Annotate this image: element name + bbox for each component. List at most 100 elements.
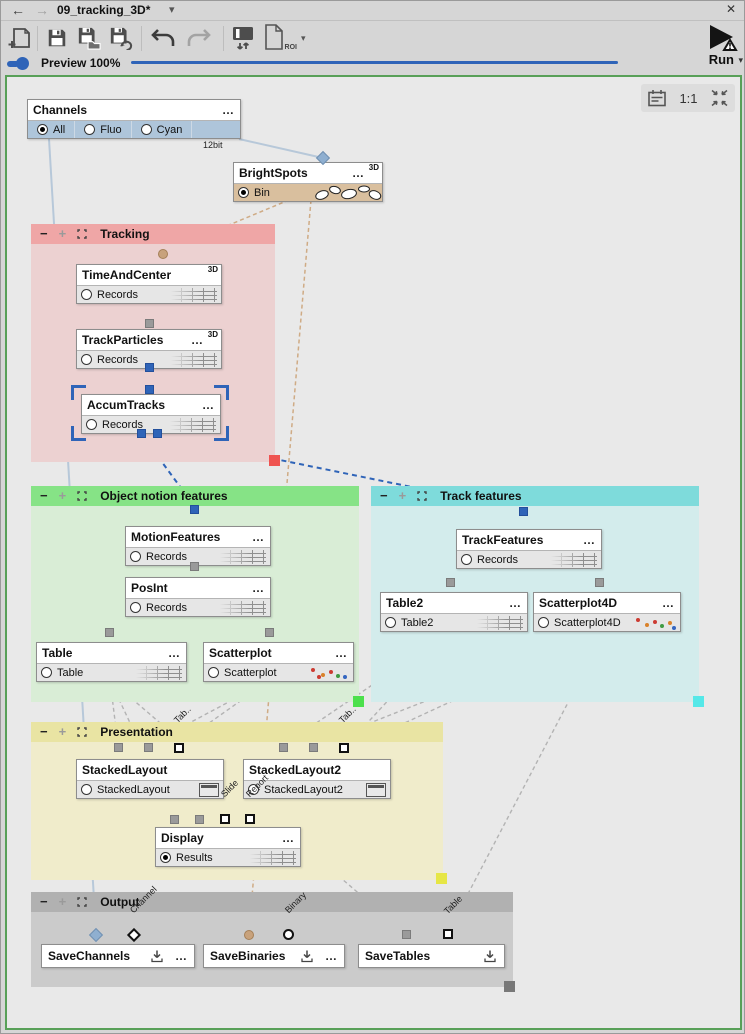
forward-icon[interactable]: →: [35, 2, 49, 18]
port-input[interactable]: [144, 743, 153, 752]
node-header[interactable]: Table …: [37, 643, 186, 663]
node-header[interactable]: Channels …: [28, 100, 240, 120]
save-button[interactable]: [43, 24, 71, 52]
roi-dropdown-icon[interactable]: ▾: [301, 33, 306, 43]
port-binary-input[interactable]: [158, 249, 168, 259]
swap-panel-button[interactable]: [229, 24, 257, 52]
save-revert-button[interactable]: [107, 24, 135, 52]
collapse-group-icon[interactable]: −: [40, 226, 48, 241]
node-brightspots[interactable]: BrightSpots … 3D Bin: [233, 162, 383, 202]
port-records-input[interactable]: [265, 628, 274, 637]
node-header[interactable]: StackedLayout: [77, 760, 223, 780]
node-savebinaries[interactable]: SaveBinaries …: [203, 944, 345, 968]
radio-icon[interactable]: [461, 554, 472, 565]
radio-icon[interactable]: [84, 124, 96, 135]
port-binary-input[interactable]: [283, 929, 294, 940]
group-object-features-header[interactable]: − + Object notion features: [31, 486, 359, 506]
node-output-row[interactable]: Records: [77, 285, 221, 303]
node-menu-button[interactable]: …: [252, 530, 265, 544]
redo-button[interactable]: [185, 24, 213, 52]
node-output-row[interactable]: Table2: [381, 613, 527, 631]
node-menu-button[interactable]: …: [325, 949, 338, 963]
node-header[interactable]: AccumTracks …: [82, 395, 220, 415]
collapse-group-icon[interactable]: −: [40, 894, 48, 909]
radio-icon[interactable]: [140, 124, 152, 135]
port-records-input[interactable]: [105, 628, 114, 637]
node-output-row[interactable]: StackedLayout: [77, 780, 223, 798]
node-trackparticles[interactable]: TrackParticles … 3D Records: [76, 329, 222, 369]
node-table2[interactable]: Table2 … Table2: [380, 592, 528, 632]
node-output-row[interactable]: Scatterplot: [204, 663, 353, 681]
node-output-row[interactable]: Results: [156, 848, 300, 866]
undo-button[interactable]: [149, 24, 177, 52]
node-savechannels[interactable]: SaveChannels …: [41, 944, 195, 968]
node-header[interactable]: Scatterplot …: [204, 643, 353, 663]
channel-option-all[interactable]: All: [28, 121, 76, 138]
overview-icon[interactable]: [647, 89, 667, 108]
radio-icon[interactable]: [130, 602, 141, 613]
group-presentation-handle[interactable]: [436, 873, 447, 884]
node-header[interactable]: TrackParticles … 3D: [77, 330, 221, 350]
group-tracking-header[interactable]: − + Tracking: [31, 224, 275, 244]
node-output-row[interactable]: Records: [82, 415, 220, 433]
radio-icon[interactable]: [160, 852, 171, 863]
close-icon[interactable]: ✕: [725, 2, 736, 16]
fit-view-icon[interactable]: [710, 89, 729, 107]
node-output-row[interactable]: Bin: [234, 183, 382, 201]
radio-icon[interactable]: [538, 617, 549, 628]
node-header[interactable]: Display …: [156, 828, 300, 848]
port-report-input[interactable]: [245, 814, 255, 824]
radio-icon[interactable]: [86, 419, 97, 430]
node-scatterplot[interactable]: Scatterplot … Scatterplot: [203, 642, 354, 682]
node-menu-button[interactable]: …: [352, 166, 365, 180]
port-records-input[interactable]: [145, 385, 154, 394]
back-icon[interactable]: ←: [11, 2, 25, 18]
port-input[interactable]: [309, 743, 318, 752]
add-to-group-icon[interactable]: +: [58, 724, 67, 739]
fit-group-icon[interactable]: [77, 229, 87, 239]
node-scatterplot4d[interactable]: Scatterplot4D … Scatterplot4D: [533, 592, 681, 632]
node-output-row[interactable]: Records: [126, 598, 270, 616]
port-records-input[interactable]: [446, 578, 455, 587]
collapse-group-icon[interactable]: −: [380, 488, 388, 503]
port-table-input[interactable]: [402, 930, 411, 939]
node-menu-button[interactable]: …: [168, 646, 181, 660]
radio-icon[interactable]: [81, 354, 92, 365]
port-records-input[interactable]: [145, 319, 154, 328]
node-output-row[interactable]: Records: [457, 550, 601, 568]
node-header[interactable]: BrightSpots … 3D: [234, 163, 382, 183]
radio-icon[interactable]: [385, 617, 396, 628]
port-records-input[interactable]: [519, 507, 528, 516]
node-header[interactable]: MotionFeatures …: [126, 527, 270, 547]
node-menu-button[interactable]: …: [662, 596, 675, 610]
node-header[interactable]: Table2 …: [381, 593, 527, 613]
port-input[interactable]: [279, 743, 288, 752]
node-output-row[interactable]: Table: [37, 663, 186, 681]
collapse-group-icon[interactable]: −: [40, 488, 48, 503]
node-output-row[interactable]: Scatterplot4D: [534, 613, 680, 631]
port-records-input[interactable]: [595, 578, 604, 587]
preview-toggle[interactable]: [7, 57, 37, 70]
radio-icon[interactable]: [81, 289, 92, 300]
port-input[interactable]: [114, 743, 123, 752]
group-presentation-header[interactable]: − + Presentation: [31, 722, 443, 742]
radio-icon[interactable]: [208, 667, 219, 678]
roi-button[interactable]: ROI: [263, 24, 297, 52]
add-to-group-icon[interactable]: +: [58, 894, 67, 909]
node-header[interactable]: TrackFeatures …: [457, 530, 601, 550]
node-menu-button[interactable]: …: [282, 831, 295, 845]
node-header[interactable]: Scatterplot4D …: [534, 593, 680, 613]
node-posint[interactable]: PosInt … Records: [125, 577, 271, 617]
new-protocol-button[interactable]: [6, 24, 34, 52]
port-records-output[interactable]: [153, 429, 162, 438]
node-timeandcenter[interactable]: TimeAndCenter 3D Records: [76, 264, 222, 304]
zoom-1-1-button[interactable]: 1:1: [679, 90, 698, 106]
fit-group-icon[interactable]: [77, 727, 87, 737]
port-tab-input[interactable]: [339, 743, 349, 753]
node-menu-button[interactable]: …: [222, 103, 235, 117]
run-label[interactable]: Run: [708, 52, 734, 67]
collapse-group-icon[interactable]: −: [40, 724, 48, 739]
radio-icon[interactable]: [238, 187, 249, 198]
node-menu-button[interactable]: …: [252, 581, 265, 595]
node-header[interactable]: TimeAndCenter 3D: [77, 265, 221, 285]
